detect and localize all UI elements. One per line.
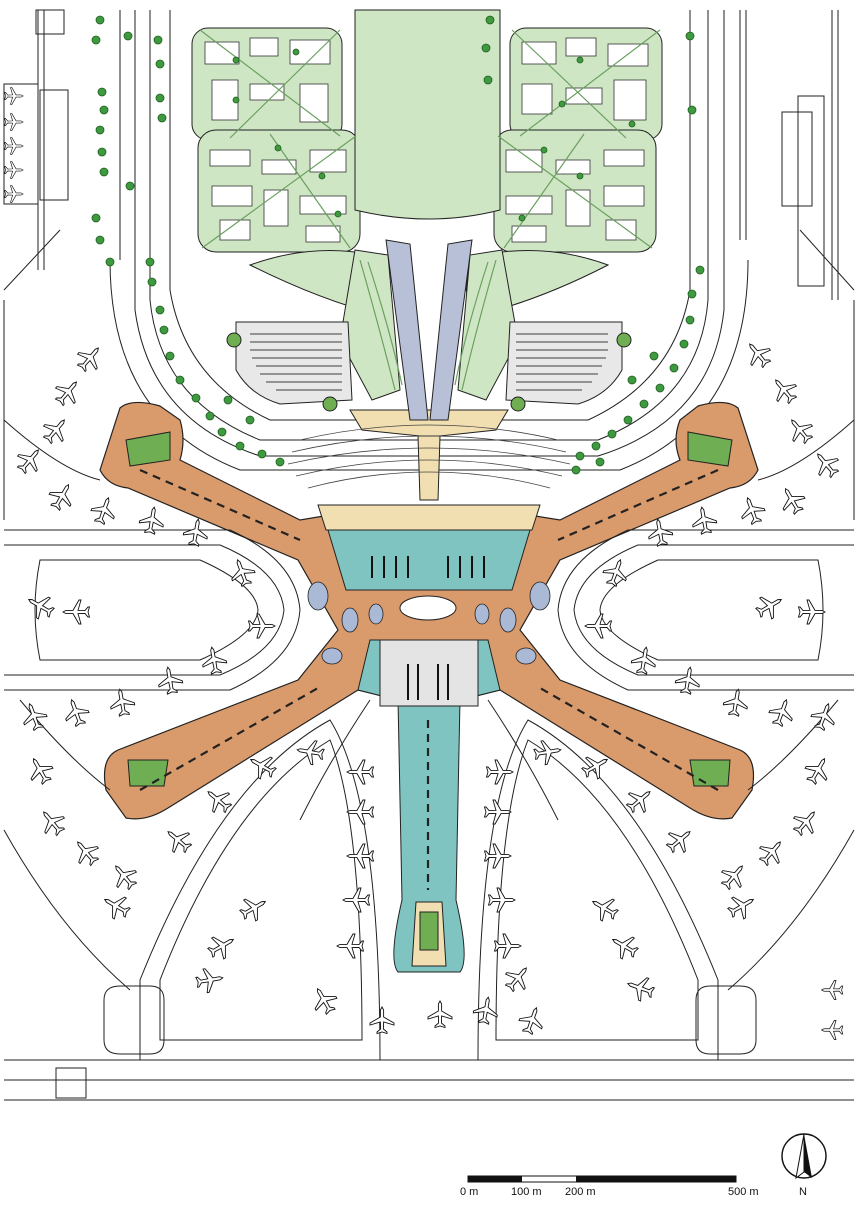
scale-bar: 0 m 100 m 200 m 500 m [460,1175,759,1198]
scale-label-100: 100 m [511,1186,542,1198]
scale-label-200: 200 m [565,1186,596,1198]
forecourt-roads [287,424,571,489]
perimeter-roads [3,9,855,1099]
parcel-paths [199,29,661,391]
scale-label-500: 500 m [728,1186,759,1198]
parking-garage-west [226,321,353,412]
parcel-buildings [204,37,649,243]
north-label: N [799,1186,807,1198]
north-arrow: N [781,1133,827,1198]
landscape-trees [91,15,705,475]
parking-garage-east [505,321,632,412]
terminal-building [99,401,759,973]
scale-label-0: 0 m [460,1186,478,1198]
